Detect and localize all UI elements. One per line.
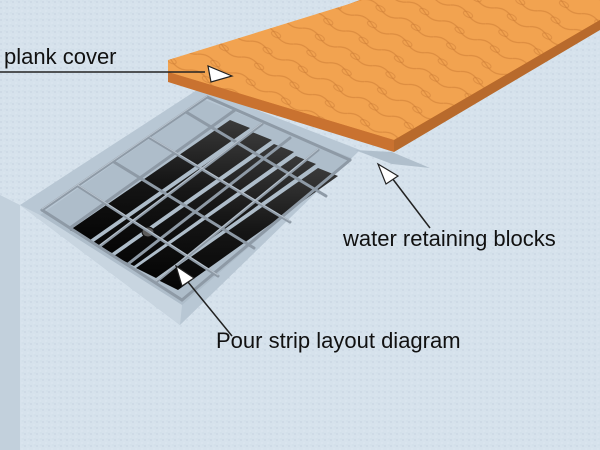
- leader-plank-cover: [0, 65, 234, 83]
- leader-water-retaining-blocks: [376, 162, 431, 229]
- arrow-plank-cover: [207, 65, 234, 83]
- rebar-mesh-highlights: [41, 95, 319, 282]
- label-water-retaining-blocks: water retaining blocks: [343, 226, 556, 251]
- arrow-water-retaining-blocks: [376, 162, 400, 185]
- water-retaining-block: [355, 150, 430, 168]
- rebar-mesh: [40, 95, 352, 302]
- label-pour-strip-layout: Pour strip layout diagram: [216, 328, 461, 353]
- leader-pour-strip: [174, 264, 233, 337]
- arrow-pour-strip: [174, 264, 196, 287]
- plank-cover: [168, 0, 600, 152]
- slab-side-face: [0, 195, 20, 450]
- trench-left-wall: [20, 205, 182, 325]
- label-plank-cover: plank cover: [4, 44, 117, 69]
